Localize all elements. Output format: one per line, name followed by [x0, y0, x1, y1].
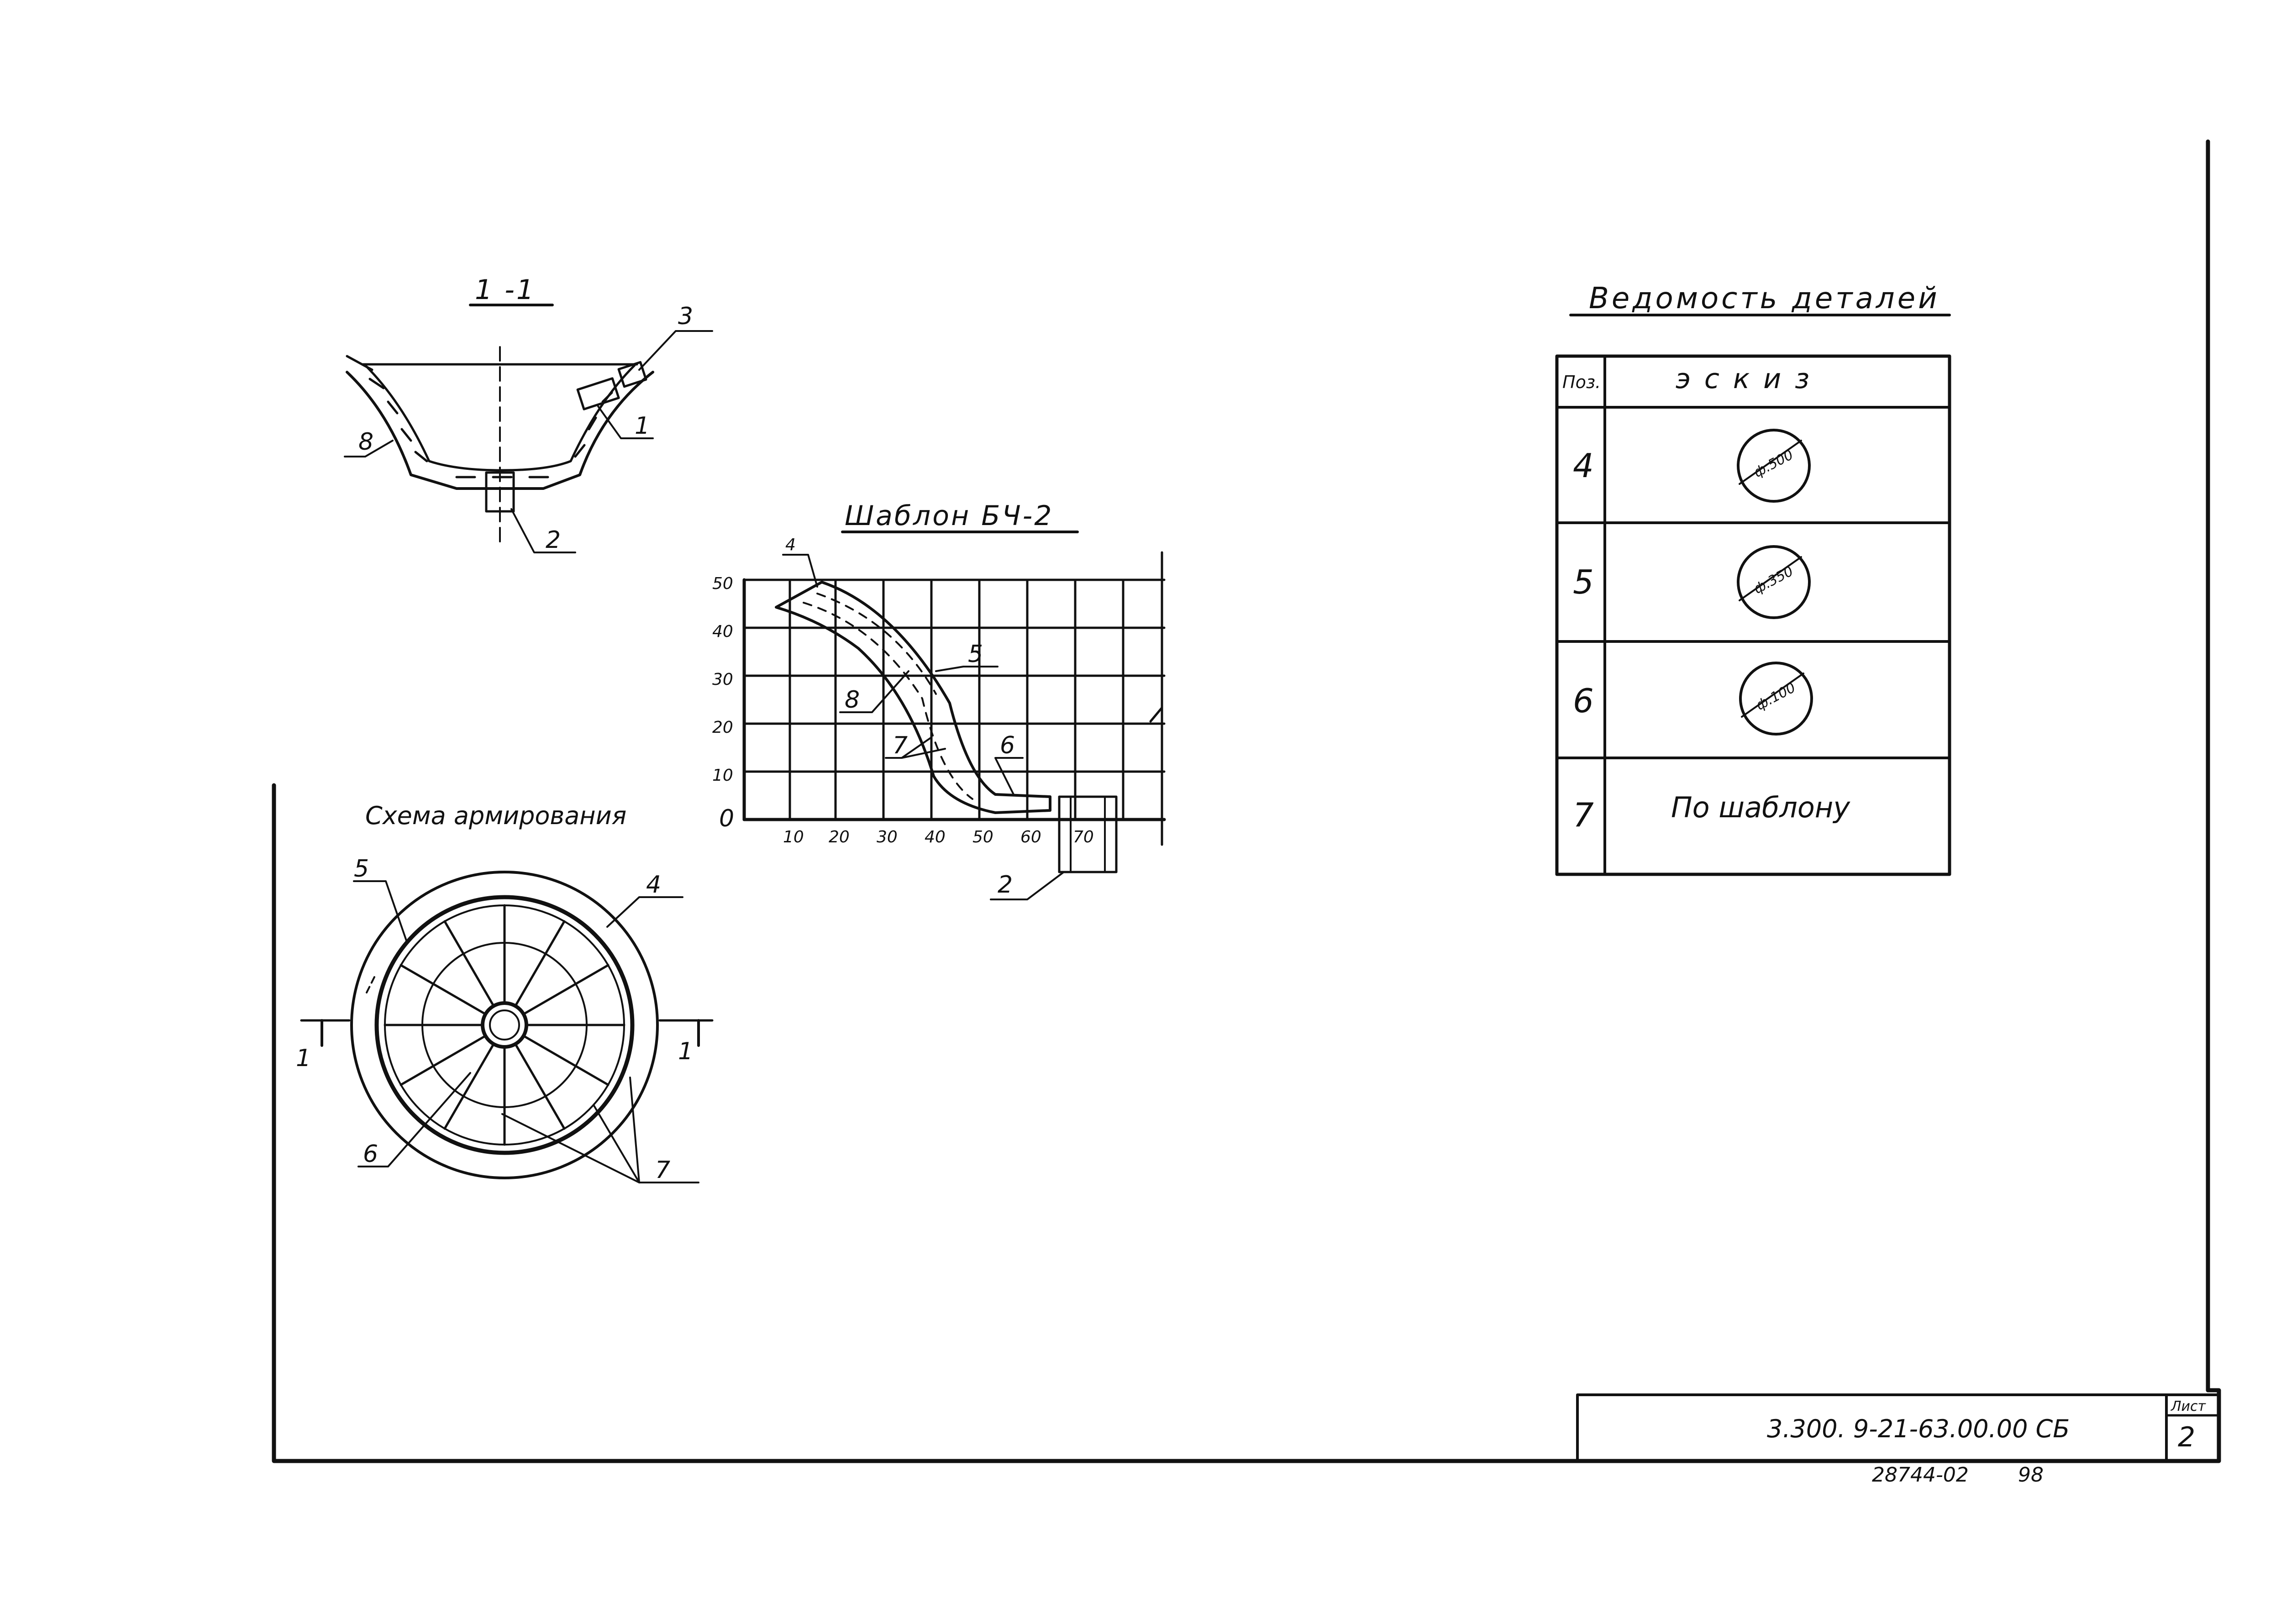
- scheme-callout-5: 5: [354, 855, 369, 883]
- template-grid: [742, 551, 1166, 846]
- y-tick-10: 10: [712, 766, 733, 785]
- y-tick-0: 0: [719, 805, 734, 832]
- doc-code: 3.300. 9-21-63.00.00 СБ: [1767, 1414, 2070, 1443]
- x-tick-40: 40: [925, 828, 946, 846]
- template-callout-6: 6: [1000, 732, 1015, 759]
- parts-list-title: Ведомость деталей: [1589, 282, 1940, 315]
- template-callout-2: 2: [998, 871, 1013, 899]
- x-tick-30: 30: [877, 828, 898, 846]
- y-tick-50: 50: [712, 574, 733, 593]
- template-callout-5: 5: [968, 641, 983, 668]
- section-callout-2: 2: [546, 526, 561, 554]
- row-dim-4: ф.500: [1751, 447, 1796, 481]
- sheet-label: Лист: [2171, 1398, 2207, 1414]
- row-pos-4: 4: [1573, 447, 1594, 485]
- reinforcement-plan: [300, 871, 714, 1183]
- template-profile: [775, 554, 1118, 900]
- section-title: 1 -1: [475, 274, 536, 306]
- sheet-number: 2: [2178, 1421, 2195, 1453]
- row-pos-7: 7: [1573, 796, 1594, 834]
- row-pos-6: 6: [1573, 682, 1594, 720]
- x-tick-70: 70: [1073, 828, 1094, 846]
- section-bowl: [344, 330, 713, 553]
- y-tick-30: 30: [712, 670, 733, 689]
- format-number: 98: [2018, 1463, 2044, 1487]
- section-callout-1: 1: [635, 412, 650, 440]
- cut-mark-right: 1: [678, 1038, 693, 1065]
- cut-mark-left: 1: [296, 1045, 311, 1072]
- x-tick-60: 60: [1020, 828, 1041, 846]
- scheme-callout-6: 6: [363, 1140, 378, 1168]
- inventory-number: 28744-02: [1872, 1463, 1969, 1487]
- scheme-callout-4: 4: [646, 871, 661, 899]
- y-tick-40: 40: [712, 622, 733, 641]
- row-dim-6: ф.100: [1754, 680, 1798, 714]
- scheme-title: Схема армирования: [365, 801, 626, 830]
- x-tick-20: 20: [829, 828, 850, 846]
- y-tick-20: 20: [712, 718, 733, 737]
- section-callout-8: 8: [358, 428, 373, 456]
- parts-table: [1555, 354, 1951, 876]
- x-tick-50: 50: [972, 828, 993, 846]
- x-tick-10: 10: [783, 828, 804, 846]
- template-callout-7: 7: [893, 732, 908, 759]
- template-callout-4: 4: [785, 536, 796, 554]
- col-pos-header: Поз.: [1562, 372, 1601, 392]
- row-pos-5: 5: [1573, 563, 1594, 601]
- template-callout-8: 8: [845, 686, 860, 714]
- section-callout-3: 3: [678, 303, 693, 330]
- scheme-callout-7: 7: [655, 1156, 670, 1184]
- title-block: [1576, 1393, 2220, 1462]
- row-text-7: По шаблону: [1671, 791, 1850, 824]
- col-sketch-header: эскиз: [1676, 363, 1823, 395]
- row-dim-5: ф.350: [1751, 563, 1796, 597]
- template-title: Шаблон БЧ-2: [845, 500, 1053, 532]
